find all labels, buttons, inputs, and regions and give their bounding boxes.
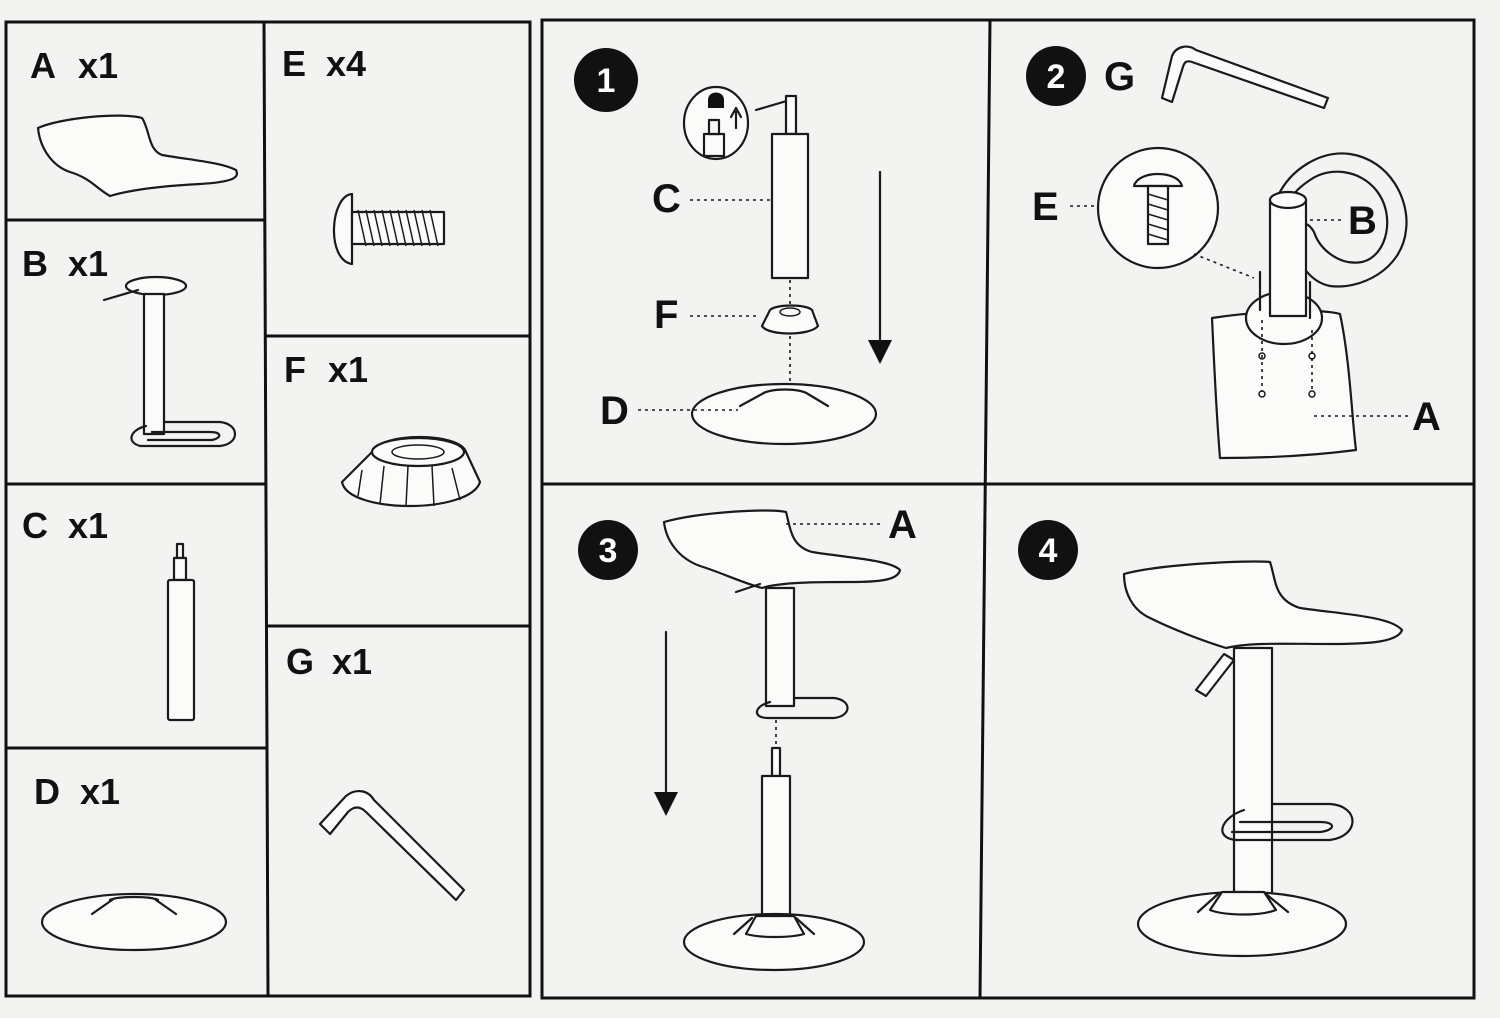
bushing-f-illustration (340, 435, 482, 508)
part-f-letter: F (284, 349, 306, 390)
part-f-qty: x1 (328, 349, 368, 390)
step-1-badge (574, 48, 638, 112)
part-b-letter: B (22, 243, 48, 284)
hex-key-g-illustration (318, 790, 466, 902)
part-g-letter: G (286, 641, 314, 682)
step-1: 1 C F D (574, 48, 892, 446)
part-b-cell: B x1 (22, 243, 237, 448)
step-1-callout-c: C (652, 177, 681, 221)
part-e-cell: E x4 (282, 43, 446, 266)
part-c-cell: C x1 (22, 505, 196, 722)
parts-list-panel (4, 20, 532, 998)
part-d-cell: D x1 (34, 771, 228, 952)
column-b-illustration (102, 275, 237, 448)
step-1-callout-d: D (600, 389, 629, 433)
step-4-number: 4 (1039, 532, 1058, 570)
step-3-number: 3 (599, 532, 618, 570)
step-1-callout-f: F (654, 293, 678, 337)
step-2-callout-e: E (1032, 185, 1059, 229)
part-d-letter: D (34, 771, 60, 812)
part-a-letter: A (30, 45, 56, 86)
screw-e-illustration (332, 192, 446, 266)
part-c-qty: x1 (68, 505, 108, 546)
part-e-qty: x4 (326, 43, 366, 84)
seat-a-illustration (36, 114, 239, 198)
step-4-badge (1018, 520, 1078, 580)
step-1-number: 1 (597, 62, 616, 100)
part-c-letter: C (22, 505, 48, 546)
part-e-letter: E (282, 43, 306, 84)
step-2-callout-g: G (1104, 55, 1135, 99)
part-g-cell: G x1 (286, 641, 466, 902)
step-3-badge (578, 520, 638, 580)
part-f-cell: F x1 (284, 349, 482, 508)
step-4: 4 (1018, 520, 1404, 958)
part-a-qty: x1 (78, 45, 118, 86)
gas-cylinder-c-illustration (166, 542, 196, 722)
step-3: 3 A (578, 503, 917, 972)
step-2-number: 2 (1047, 58, 1066, 96)
part-d-qty: x1 (80, 771, 120, 812)
step-2-callout-a: A (1412, 395, 1441, 439)
part-b-qty: x1 (68, 243, 108, 284)
part-g-qty: x1 (332, 641, 372, 682)
step-2-badge (1026, 46, 1086, 106)
part-a-cell: A x1 (30, 45, 239, 198)
steps-panel (540, 18, 1476, 1000)
step-2-callout-b: B (1348, 199, 1377, 243)
step-3-callout-a: A (888, 503, 917, 547)
base-d-illustration (40, 892, 228, 952)
step-2: 2 G E B A (1026, 45, 1441, 460)
